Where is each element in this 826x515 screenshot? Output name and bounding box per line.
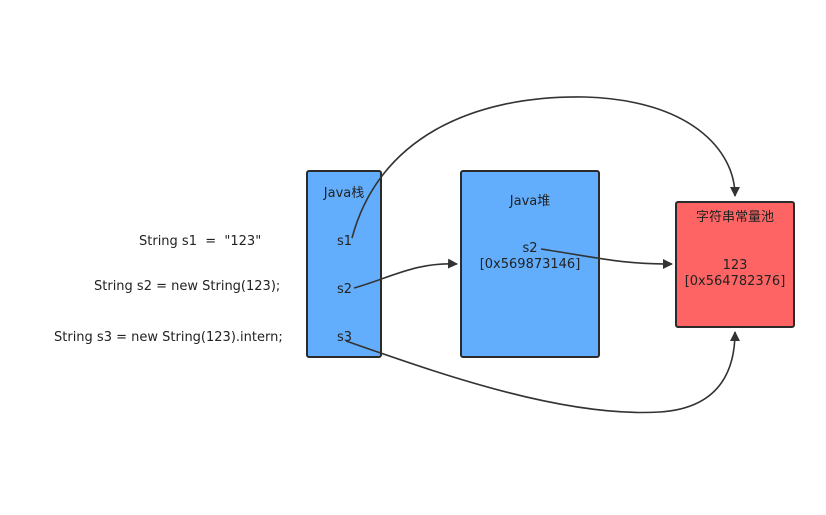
code-line-s1: String s1 = "123" [139,234,262,249]
code-line-s2: String s2 = new String(123); [94,279,281,294]
pool-value: 123 [722,258,748,273]
heap-ref-s2: s2 [522,241,538,256]
pool-address: [0x564782376] [684,274,786,289]
string-pool-title: 字符串常量池 [695,210,774,225]
java-heap-title: Java堆 [509,194,551,209]
java-stack-box: Java栈 s1 s2 s3 [306,170,382,358]
stack-ref-s1: s1 [337,234,353,249]
stack-ref-s3: s3 [337,330,353,345]
java-stack-title: Java栈 [323,186,365,201]
java-heap-box: Java堆 s2 [0x569873146] [460,170,600,358]
heap-address: [0x569873146] [479,257,581,272]
stack-ref-s2: s2 [337,282,353,297]
code-line-s3: String s3 = new String(123).intern; [54,330,283,345]
string-pool-box: 字符串常量池 123 [0x564782376] [675,201,795,328]
